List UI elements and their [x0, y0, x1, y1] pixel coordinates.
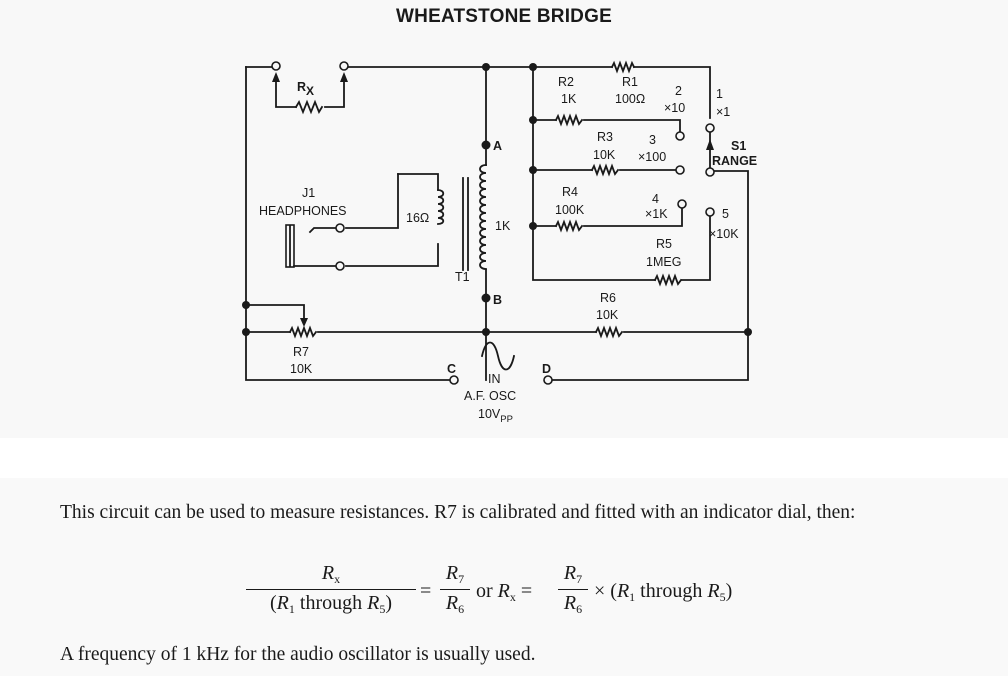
s1-pos3-mult: ×100 — [638, 150, 666, 164]
t1-name: T1 — [455, 270, 470, 284]
schematic-panel — [0, 0, 1008, 438]
osc-label: A.F. OSC — [464, 389, 516, 403]
frequency-note: A frequency of 1 kHz for the audio oscil… — [60, 644, 536, 665]
r4-name: R4 — [562, 185, 578, 199]
node-b-label: B — [493, 293, 502, 307]
r3-name: R3 — [597, 130, 613, 144]
resistor-r5 — [653, 273, 683, 287]
resistor-r6 — [594, 325, 624, 339]
resistor-r3 — [590, 163, 620, 177]
sine-wave-icon — [480, 341, 516, 371]
resistor-r4 — [554, 219, 584, 233]
diagram-title: WHEATSTONE BRIDGE — [396, 6, 612, 27]
potentiometer-r7 — [288, 318, 318, 339]
j1-name: J1 — [302, 186, 315, 200]
j1-label: HEADPHONES — [259, 204, 347, 218]
equals-sign: = — [420, 580, 432, 602]
s1-pos1-mult: ×1 — [716, 105, 730, 119]
r7-value: 10K — [290, 362, 313, 376]
s1-pos3-num: 3 — [649, 133, 656, 147]
formula-or: or Rx = — [476, 580, 533, 604]
resistor-r1 — [610, 60, 636, 74]
s1-pos2-mult: ×10 — [664, 101, 685, 115]
description-paragraph: This circuit can be used to measure resi… — [60, 502, 856, 523]
resistor-r2 — [554, 113, 584, 127]
fraction-r7-over-r6-2: R7 R6 — [558, 562, 588, 617]
s1-name: S1 — [731, 139, 746, 153]
junctions — [242, 63, 752, 336]
rx-label: RX — [297, 80, 314, 98]
fraction-rx-over-r1-r5: Rx (R1 through R5) — [246, 562, 416, 617]
t1-primary-value: 1K — [495, 219, 511, 233]
headphone-jack-j1 — [285, 223, 345, 271]
node-a-label: A — [493, 139, 502, 153]
osc-voltage: 10VPP — [478, 407, 513, 425]
transformer-t1 — [437, 164, 487, 271]
r5-value: 1MEG — [646, 255, 681, 269]
s1-pos2-num: 2 — [675, 84, 682, 98]
s1-pos1-num: 1 — [716, 87, 723, 101]
node-d-label: D — [542, 362, 551, 376]
resistor-rx — [271, 61, 349, 115]
node-b-dot — [481, 293, 491, 303]
r2-name: R2 — [558, 75, 574, 89]
formula-tail: × (R1 through R5) — [594, 580, 733, 604]
wheatstone-schematic: RX A B C D R2 1K R1 100Ω 2 ×10 1 ×1 R3 1… — [242, 60, 757, 425]
s1-pos4-mult: ×1K — [645, 207, 668, 221]
s1-label: RANGE — [712, 154, 757, 168]
r7-name: R7 — [293, 345, 309, 359]
bridge-formula: Rx (R1 through R5) = R7 R6 or Rx = R7 R6… — [246, 562, 806, 632]
node-c-label: C — [447, 362, 456, 376]
r1-name: R1 — [622, 75, 638, 89]
r4-value: 100K — [555, 203, 585, 217]
text-panel — [0, 478, 1008, 676]
r2-value: 1K — [561, 92, 577, 106]
r6-value: 10K — [596, 308, 619, 322]
t1-secondary-value: 16Ω — [406, 211, 429, 225]
range-switch-s1 — [675, 123, 715, 217]
s1-pos5-mult: ×10K — [709, 227, 739, 241]
s1-pos5-num: 5 — [722, 207, 729, 221]
separator — [0, 438, 1008, 478]
osc-in-label: IN — [488, 372, 501, 386]
r3-value: 10K — [593, 148, 616, 162]
r1-value: 100Ω — [615, 92, 645, 106]
r6-name: R6 — [600, 291, 616, 305]
r5-name: R5 — [656, 237, 672, 251]
node-a-dot — [481, 140, 491, 150]
fraction-r7-over-r6: R7 R6 — [440, 562, 470, 617]
s1-pos4-num: 4 — [652, 192, 659, 206]
af-oscillator — [449, 341, 553, 385]
